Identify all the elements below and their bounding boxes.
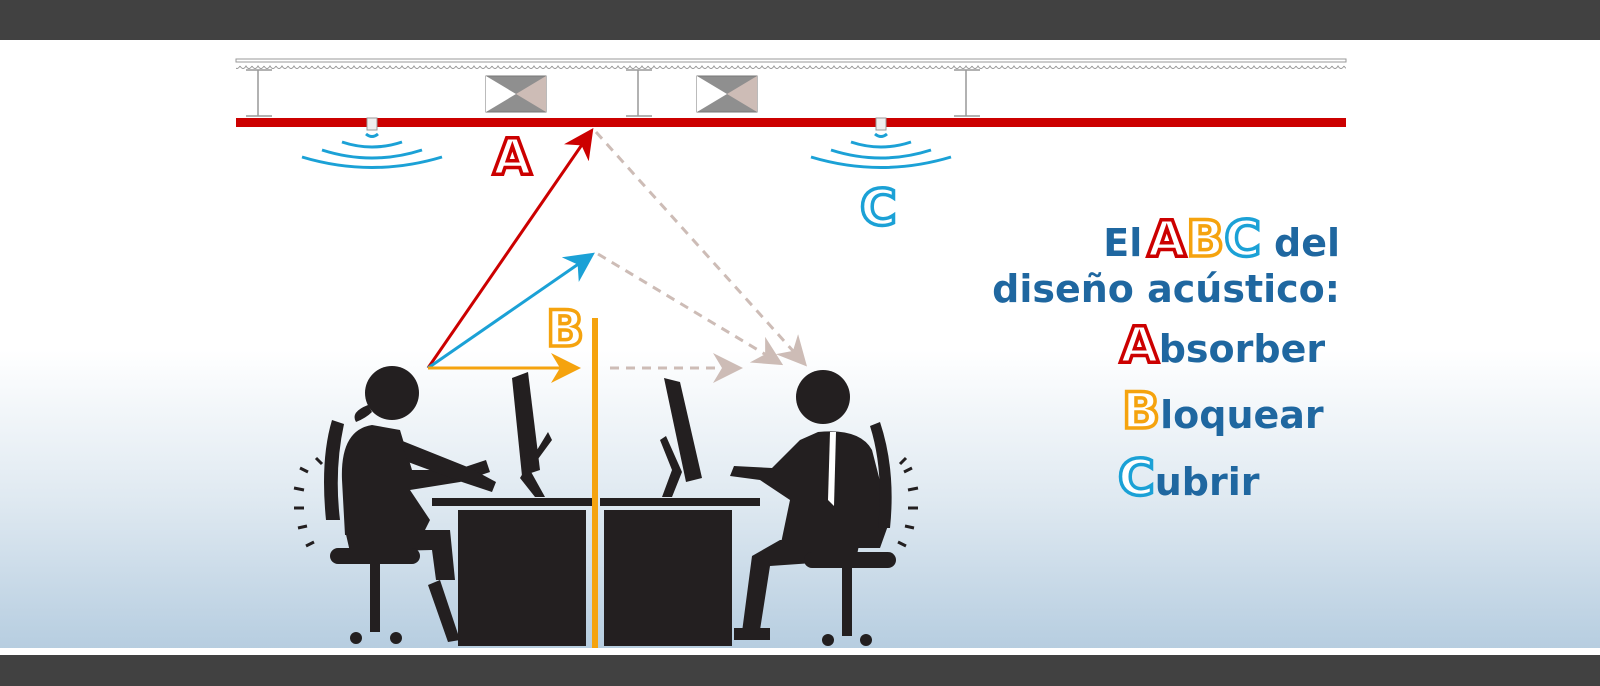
svg-text:El ABC del: El ABC del <box>1103 210 1340 268</box>
heading-prefix: El <box>1103 221 1142 265</box>
svg-text:Cubrir: Cubrir <box>1118 449 1260 507</box>
heading-letter-b: B <box>1186 210 1224 268</box>
item-letter: C <box>1118 449 1155 507</box>
sound-masking-speaker-2 <box>810 117 952 169</box>
bottom-bar <box>0 655 1600 686</box>
svg-text:Bloquear: Bloquear <box>1122 382 1324 440</box>
list-item-absorber: Absorber <box>1118 314 1325 376</box>
hvac-duct-2 <box>696 75 758 113</box>
heading-suffix: del <box>1274 221 1340 265</box>
person-right-man <box>730 370 896 646</box>
sound-arrow-absorb <box>426 128 594 369</box>
monitor-right <box>660 378 702 497</box>
item-text: bsorber <box>1159 327 1326 371</box>
sound-masking-speaker-1 <box>301 117 443 169</box>
item-text: ubrir <box>1155 460 1260 504</box>
desk-right <box>600 498 760 646</box>
bottom-gap <box>0 648 1600 655</box>
label-absorb: A <box>493 128 532 186</box>
chair-right-marks <box>897 456 919 548</box>
item-letter: A <box>1120 316 1159 374</box>
acoustic-ceiling-panel <box>236 118 1346 127</box>
heading: El ABC del diseño acústico: <box>992 208 1340 311</box>
top-bar <box>0 0 1600 40</box>
heading-letter-c: C <box>1224 210 1261 268</box>
monitor-left <box>512 372 552 497</box>
desk-left <box>432 498 592 646</box>
partition-panel <box>592 318 598 648</box>
hvac-duct-1 <box>485 75 547 113</box>
item-letter: B <box>1122 382 1160 440</box>
chair-left-wheels-marks <box>293 456 324 548</box>
sound-arrow-cover <box>427 252 595 370</box>
tie-icon <box>828 432 836 506</box>
item-text: loquear <box>1160 393 1324 437</box>
label-block: B <box>546 300 584 358</box>
ceiling-beams <box>246 69 980 117</box>
label-cover: C <box>860 179 897 237</box>
heading-line2: diseño acústico: <box>992 267 1340 311</box>
svg-text:Absorber: Absorber <box>1120 316 1325 374</box>
list-item-bloquear: Bloquear <box>1120 380 1324 442</box>
heading-letter-a: A <box>1147 210 1186 268</box>
person-left-woman <box>324 366 496 644</box>
list-item-cubrir: Cubrir <box>1116 447 1260 509</box>
ceiling-deck <box>235 58 1347 69</box>
reflected-sound-paths <box>594 130 808 383</box>
